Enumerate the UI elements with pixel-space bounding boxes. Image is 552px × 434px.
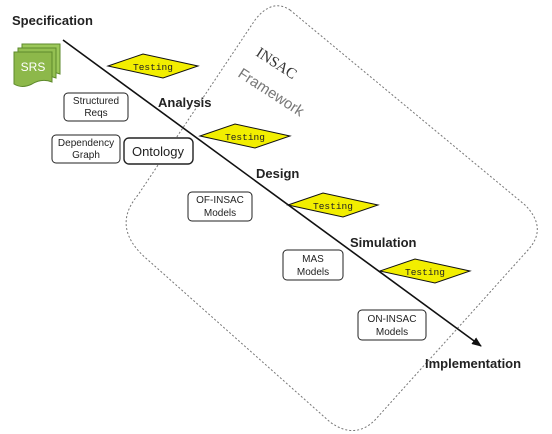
svg-text:Ontology: Ontology [132,144,185,159]
structured-reqs-box: Structured Reqs [63,92,129,122]
process-arrow [62,39,482,347]
testing-diamond-3: Testing [286,192,380,218]
svg-text:Models: Models [376,327,408,338]
svg-text:Structured: Structured [73,96,119,107]
svg-text:Models: Models [204,208,236,219]
testing-diamond-2: Testing [198,123,292,149]
svg-text:Models: Models [297,267,329,278]
dependency-graph-box: Dependency Graph [51,134,121,164]
testing-diamond-4: Testing [378,258,472,284]
svg-text:ON-INSAC: ON-INSAC [368,314,417,325]
phase-simulation: Simulation [350,235,417,250]
framework-boundary [125,5,538,431]
srs-document: SRS [13,43,61,87]
phase-design: Design [256,166,299,181]
srs-label: SRS [21,60,46,74]
svg-text:Testing: Testing [405,267,445,278]
svg-text:Dependency: Dependency [58,138,114,149]
on-insac-models-box: ON-INSAC Models [357,309,427,341]
testing-diamond-1: Testing [106,53,200,79]
phase-analysis: Analysis [158,95,211,110]
svg-text:MAS: MAS [302,254,324,265]
svg-text:Graph: Graph [72,150,100,161]
mas-models-box: MAS Models [282,249,344,281]
svg-text:OF-INSAC: OF-INSAC [196,195,244,206]
phase-implementation: Implementation [425,356,521,371]
svg-text:Testing: Testing [313,201,353,212]
svg-text:Testing: Testing [133,62,173,73]
ontology-box: Ontology [123,137,194,165]
of-insac-models-box: OF-INSAC Models [187,191,253,222]
svg-text:Testing: Testing [225,132,265,143]
phase-specification: Specification [12,13,93,28]
svg-text:Reqs: Reqs [84,108,107,119]
